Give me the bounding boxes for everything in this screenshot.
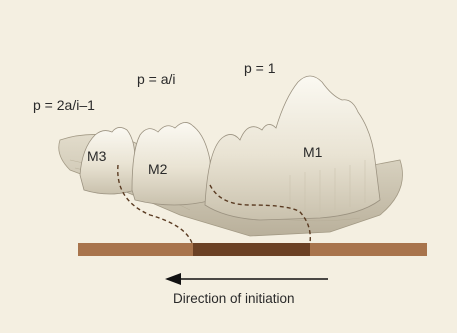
left-arrow-icon	[165, 273, 328, 285]
m2-tooth	[132, 122, 212, 205]
label-p-a-i: p = a/i	[137, 71, 176, 87]
direction-of-initiation-label: Direction of initiation	[173, 291, 295, 306]
bar-light-right	[310, 243, 427, 256]
label-m3: M3	[87, 148, 106, 164]
bar-light-left	[78, 243, 193, 256]
label-p-1: p = 1	[244, 60, 276, 76]
label-m2: M2	[148, 161, 167, 177]
label-p-2a-i-minus-1: p = 2a/i–1	[33, 97, 95, 113]
bar-dark-middle	[193, 243, 310, 256]
m1-tooth	[205, 76, 380, 220]
label-m1: M1	[303, 144, 322, 160]
